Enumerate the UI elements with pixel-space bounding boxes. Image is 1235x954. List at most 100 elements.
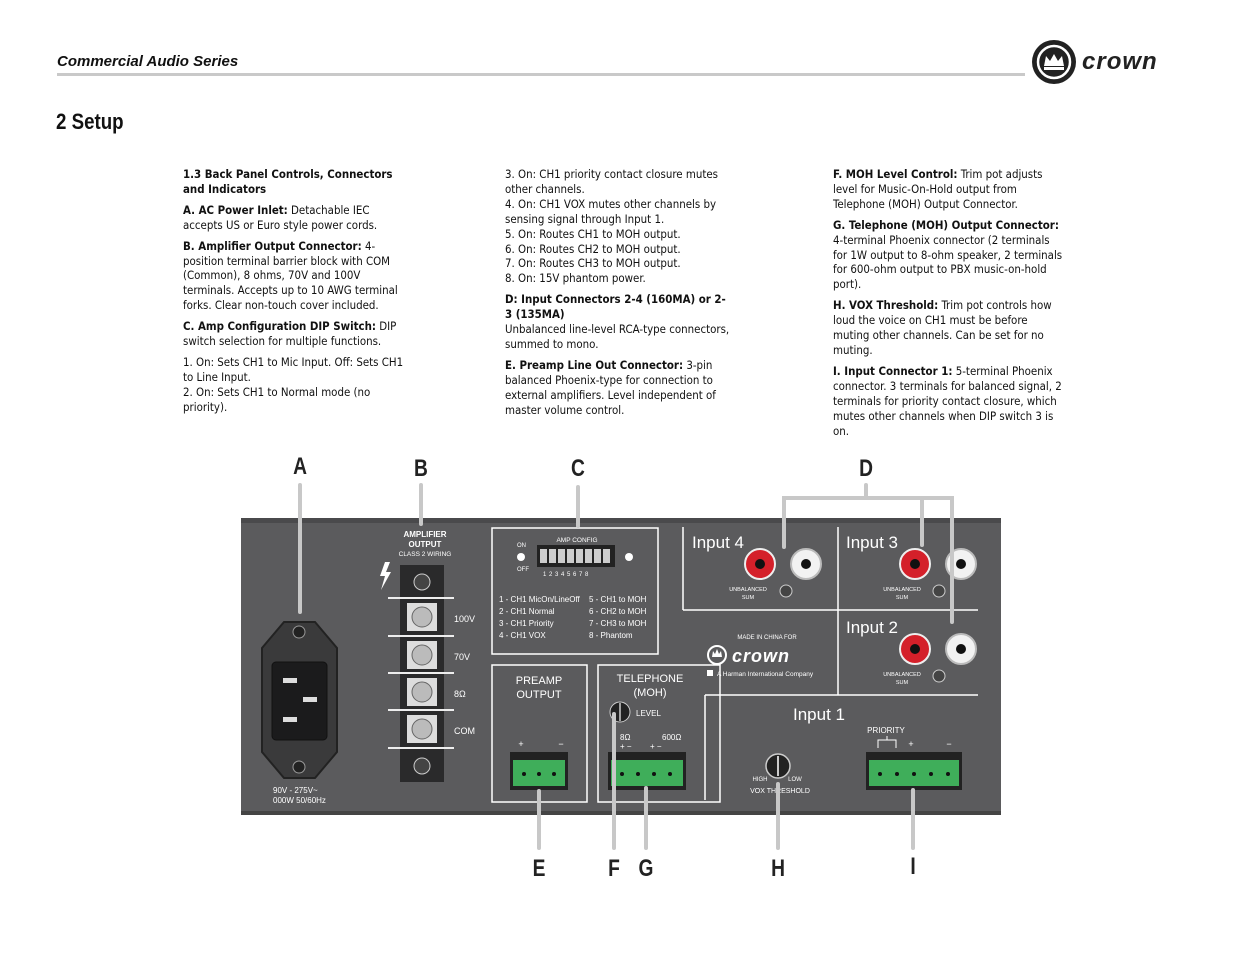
svg-text:8 - Phantom: 8 - Phantom: [589, 631, 633, 640]
svg-text:+: +: [518, 739, 523, 749]
svg-text:(MOH): (MOH): [634, 687, 667, 699]
input-4-label: Input 4: [692, 533, 744, 552]
svg-text:ON: ON: [517, 543, 526, 549]
dip-item-8: 8. On: 15V phantom power.: [505, 271, 646, 286]
amp-config-dip-switch: AMP CONFIG ON OFF 1 2 3 4 5 6 7 8 1 - CH…: [491, 527, 659, 655]
crown-logo: crown: [1032, 40, 1158, 84]
svg-text:600Ω: 600Ω: [662, 733, 681, 742]
svg-text:UNBALANCED: UNBALANCED: [729, 587, 767, 593]
lightning-icon: [380, 562, 391, 590]
svg-text:PREAMP: PREAMP: [516, 675, 562, 687]
svg-text:A Harman International Company: A Harman International Company: [717, 671, 814, 678]
ground-screw-icon: [779, 584, 793, 598]
callout-a: A: [293, 452, 307, 480]
svg-text:crown: crown: [732, 646, 790, 666]
amplifier-output-terminal: AMPLIFIER OUTPUT CLASS 2 WIRING 100V 70V…: [380, 530, 475, 782]
inputs-area: Input 4 Input 3 Input 2 Input 1 UNBALANC…: [682, 527, 978, 800]
crown-logo-text: crown: [1082, 48, 1158, 75]
item-h: H. VOX Threshold: Trim pot controls how …: [833, 298, 1052, 357]
svg-text:4 - CH1 VOX: 4 - CH1 VOX: [499, 631, 546, 640]
text-column-2: 3. On: CH1 priority contact closure mute…: [505, 167, 731, 424]
svg-text:PRIORITY: PRIORITY: [867, 726, 905, 735]
svg-text:UNBALANCED: UNBALANCED: [883, 672, 921, 678]
svg-text:1 - CH1 MicOn/LineOff: 1 - CH1 MicOn/LineOff: [499, 595, 581, 604]
svg-text:COM: COM: [454, 726, 475, 736]
dip-item-2: 2. On: Sets CH1 to Normal mode (no prior…: [183, 384, 371, 414]
input-3-label: Input 3: [846, 533, 898, 552]
text-column-1: 1.3 Back Panel Controls, Connectors and …: [183, 167, 409, 415]
dip-item-7: 7. On: Routes CH3 to MOH output.: [505, 256, 681, 271]
svg-text:3 - CH1 Priority: 3 - CH1 Priority: [499, 619, 554, 628]
dip-item-5: 5. On: Routes CH1 to MOH output.: [505, 226, 681, 241]
svg-text:MADE IN CHINA FOR: MADE IN CHINA FOR: [737, 635, 797, 641]
item-i: I. Input Connector 1: 5-terminal Phoenix…: [833, 363, 1062, 438]
callout-b: B: [414, 454, 428, 482]
svg-text:8Ω: 8Ω: [454, 689, 466, 699]
item-b: B. Amplifier Output Connector: 4-positio…: [183, 238, 398, 313]
callout-letters: A B C D E F G H I: [293, 452, 916, 882]
svg-text:SUM: SUM: [896, 595, 909, 601]
callout-c: C: [571, 454, 585, 482]
ac-power-inlet: 90V - 275V~ 000W 50/60Hz: [261, 621, 338, 805]
inlet-screw-icon: [292, 625, 306, 639]
item-g: G. Telephone (MOH) Output Connector: 4-t…: [833, 217, 1063, 292]
callout-i: I: [910, 852, 915, 880]
svg-text:AMP CONFIG: AMP CONFIG: [556, 537, 597, 544]
svg-text:5 - CH1 to MOH: 5 - CH1 to MOH: [589, 595, 647, 604]
callout-f: F: [608, 854, 620, 882]
callout-lines: [298, 483, 954, 850]
crown-emblem-icon: [707, 645, 727, 665]
svg-text:CLASS 2 WIRING: CLASS 2 WIRING: [399, 551, 452, 558]
callout-g: G: [639, 854, 654, 882]
svg-text:1 2 3 4 5 6 7 8: 1 2 3 4 5 6 7 8: [543, 572, 589, 578]
callout-d: D: [859, 454, 873, 482]
svg-text:000W 50/60Hz: 000W 50/60Hz: [273, 796, 326, 805]
svg-text:−: −: [946, 739, 951, 749]
svg-text:100V: 100V: [454, 614, 475, 624]
svg-text:LOW: LOW: [788, 777, 802, 783]
telephone-moh-connector: TELEPHONE (MOH) LEVEL 8Ω 600Ω + − + −: [597, 664, 721, 803]
svg-text:−: −: [558, 739, 563, 749]
svg-text:OUTPUT: OUTPUT: [409, 540, 442, 549]
preamp-output-connector: PREAMP OUTPUT + −: [491, 664, 588, 803]
item-d-label: D: Input Connectors 2-4 (160MA) or 2-3 (…: [505, 292, 726, 322]
dip-item-6: 6. On: Routes CH2 to MOH output.: [505, 241, 681, 256]
ground-screw-icon: [932, 669, 946, 683]
svg-text:OUTPUT: OUTPUT: [516, 689, 562, 701]
svg-text:70V: 70V: [454, 652, 470, 662]
input-2-label: Input 2: [846, 618, 898, 637]
subsection-heading: 1.3 Back Panel Controls, Connectors and …: [183, 167, 393, 196]
input-1-label: Input 1: [793, 705, 845, 724]
text-column-3: F. MOH Level Control: Trim pot adjusts l…: [833, 167, 1063, 444]
svg-text:UNBALANCED: UNBALANCED: [883, 587, 921, 593]
section-title: 2 Setup: [56, 109, 124, 134]
callout-e: E: [533, 854, 546, 882]
svg-text:8Ω: 8Ω: [620, 733, 630, 742]
svg-text:OFF: OFF: [517, 567, 529, 573]
item-e: E. Preamp Line Out Connector: 3-pin bala…: [505, 357, 716, 417]
svg-text:+: +: [908, 739, 913, 749]
callout-h: H: [771, 854, 785, 882]
svg-text:SUM: SUM: [896, 680, 909, 686]
svg-text:7 - CH3 to MOH: 7 - CH3 to MOH: [589, 619, 647, 628]
svg-text:90V - 275V~: 90V - 275V~: [273, 786, 318, 795]
svg-text:SUM: SUM: [742, 595, 755, 601]
svg-text:2 - CH1 Normal: 2 - CH1 Normal: [499, 607, 555, 616]
harman-h-icon: [707, 670, 713, 676]
dip-item-1: 1. On: Sets CH1 to Mic Input. Off: Sets …: [183, 354, 404, 384]
input-1-connector: PRIORITY + −: [866, 726, 962, 790]
svg-text:6 - CH2 to MOH: 6 - CH2 to MOH: [589, 607, 647, 616]
svg-text:HIGH: HIGH: [753, 777, 768, 783]
dip-item-4: 4. On: CH1 VOX mutes other channels by s…: [505, 196, 717, 226]
item-f: F. MOH Level Control: Trim pot adjusts l…: [833, 167, 1043, 211]
svg-text:AMPLIFIER: AMPLIFIER: [403, 530, 446, 539]
header-rule: [57, 73, 1025, 76]
item-d-text: Unbalanced line-level RCA-type connector…: [505, 322, 730, 351]
inlet-screw-icon: [292, 760, 306, 774]
svg-text:+ −: + −: [650, 742, 662, 751]
svg-text:+ −: + −: [620, 742, 632, 751]
svg-text:TELEPHONE: TELEPHONE: [617, 673, 684, 685]
item-a: A. AC Power Inlet: Detachable IEC accept…: [183, 202, 378, 232]
item-c: C. Amp Configuration DIP Switch: DIP swi…: [183, 319, 397, 349]
